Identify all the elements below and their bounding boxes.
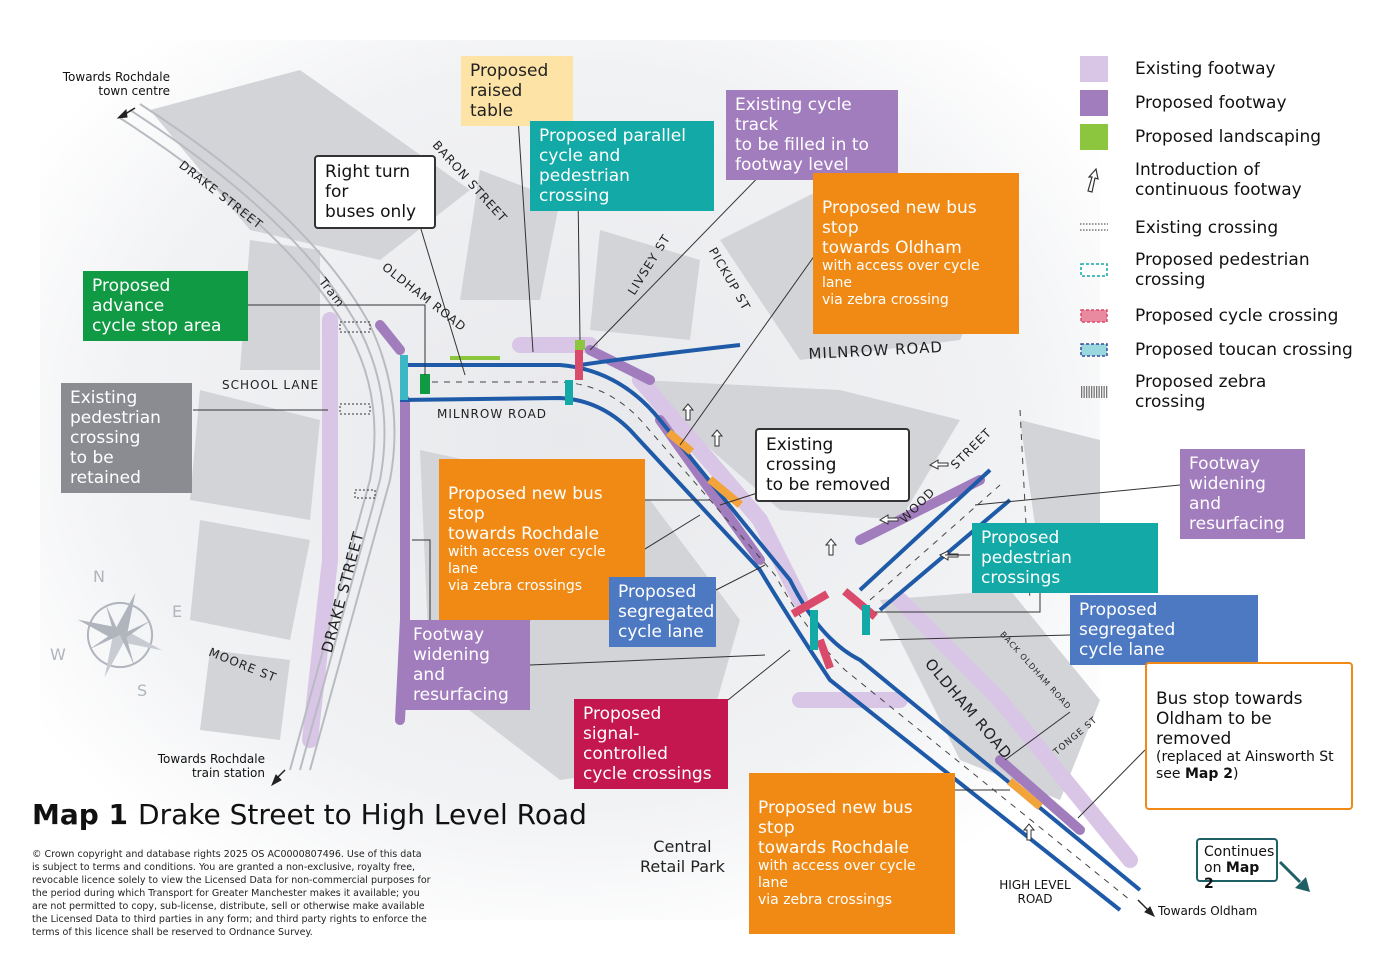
callout-bus-stop-rochdale-2: Proposed new bus stop towards Rochdale w… bbox=[749, 773, 955, 934]
legend-swatch-existing-crossing bbox=[1080, 215, 1108, 241]
callout-bus-stop-removed-sub-suffix: ) bbox=[1233, 766, 1239, 782]
legend-label: Introduction of continuous footway bbox=[1135, 160, 1302, 200]
zebra-crossing-marker bbox=[665, 429, 695, 455]
callout-bus-stop-oldham-sub: with access over cycle lane via zebra cr… bbox=[822, 258, 980, 308]
legend-item: Introduction of continuous footway bbox=[1080, 160, 1302, 200]
callout-bus-stop-oldham: Proposed new bus stop towards Oldham wit… bbox=[813, 173, 1019, 334]
legend-swatch-fill bbox=[1080, 90, 1108, 116]
legend-item: Proposed pedestrian crossing bbox=[1080, 250, 1310, 290]
continuous-footway-icon bbox=[710, 429, 724, 447]
landscaping-marker bbox=[450, 356, 500, 360]
legend-swatch-dashed-crossing bbox=[1080, 303, 1108, 329]
continuous-footway-icon bbox=[878, 514, 899, 525]
legend-item: Existing crossing bbox=[1080, 215, 1278, 241]
legend-item: Existing footway bbox=[1080, 56, 1276, 82]
legend-item: Proposed footway bbox=[1080, 90, 1287, 116]
continuous-footway-icon bbox=[824, 538, 838, 556]
direction-rochdale-town: Towards Rochdale town centre bbox=[62, 70, 170, 98]
callout-bus-stop-oldham-title: Proposed new bus stop towards Oldham bbox=[822, 198, 977, 258]
callout-bus-stop-removed-sub-prefix: (replaced at Ainsworth St see bbox=[1156, 749, 1334, 782]
crossings bbox=[339, 321, 1043, 810]
copyright-notice: © Crown copyright and database rights 20… bbox=[32, 849, 431, 938]
map-title-text: Drake Street to High Level Road bbox=[138, 798, 587, 831]
callout-ped-crossing-retained: Existing pedestrian crossing to be retai… bbox=[61, 383, 192, 493]
street-label-milnrow-road-left: MILNROW ROAD bbox=[437, 407, 548, 421]
legend-label: Existing crossing bbox=[1135, 218, 1279, 238]
continues-prefix: Continues on bbox=[1204, 844, 1275, 876]
callout-bus-stop-removed-sub: (replaced at Ainsworth St see Map 2) bbox=[1156, 749, 1342, 783]
central-retail-park-label: Central Retail Park bbox=[640, 837, 725, 876]
callout-segregated-right: Proposed segregated cycle lane bbox=[1070, 595, 1258, 665]
continues-map-link: Map 2 bbox=[1204, 860, 1260, 892]
pedestrian-crossing-marker bbox=[862, 605, 870, 635]
pedestrian-crossing-marker bbox=[565, 380, 573, 405]
callout-right-turn: Right turn for buses only bbox=[314, 155, 436, 229]
advance-stop-marker bbox=[420, 374, 430, 394]
legend-label: Existing footway bbox=[1135, 59, 1276, 79]
compass-w: W bbox=[50, 645, 66, 664]
legend-swatch-toucan-crossing bbox=[1080, 337, 1108, 363]
street-label-high-level-road: HIGH LEVEL ROAD bbox=[999, 878, 1071, 906]
callout-signal-crossings: Proposed signal-controlled cycle crossin… bbox=[574, 699, 728, 789]
callout-footway-widening-right: Footway widening and resurfacing bbox=[1180, 449, 1305, 539]
legend-label: Proposed zebra crossing bbox=[1135, 372, 1267, 412]
cycle-crossing-marker bbox=[790, 590, 830, 618]
callout-raised-table: Proposed raised table bbox=[461, 56, 573, 126]
street-label-school-lane: SCHOOL LANE bbox=[222, 378, 320, 392]
legend-label: Proposed footway bbox=[1135, 93, 1287, 113]
continuous-footway-icon bbox=[681, 403, 695, 421]
callout-bus-stop-removed-title: Bus stop towards Oldham to be removed bbox=[1156, 689, 1303, 749]
callout-footway-widening-left: Footway widening and resurfacing bbox=[404, 620, 530, 710]
callout-segregated-left: Proposed segregated cycle lane bbox=[609, 577, 716, 647]
map-number: Map 1 bbox=[32, 798, 129, 831]
legend-item: Proposed landscaping bbox=[1080, 124, 1321, 150]
legend-item: Proposed toucan crossing bbox=[1080, 337, 1353, 363]
legend-swatch-fill bbox=[1080, 56, 1108, 82]
tram-lines bbox=[119, 103, 396, 771]
zebra-crossing-marker bbox=[707, 476, 743, 508]
callout-advance-stop: Proposed advance cycle stop area bbox=[83, 271, 248, 341]
legend-swatch-fill bbox=[1080, 124, 1108, 150]
road-kerbs bbox=[399, 343, 1142, 912]
continuous-footway-icon bbox=[1022, 823, 1036, 841]
cycle-crossing-marker bbox=[575, 340, 583, 380]
cycle-crossing-marker bbox=[816, 638, 834, 670]
compass-rose bbox=[77, 592, 163, 678]
landscaping-marker bbox=[575, 340, 585, 350]
legend-label: Proposed landscaping bbox=[1135, 127, 1322, 147]
legend-swatch-dashed-crossing bbox=[1080, 257, 1108, 283]
legend-item: Proposed zebra crossing bbox=[1080, 372, 1266, 412]
legend-label: Proposed toucan crossing bbox=[1135, 340, 1353, 360]
legend-label: Proposed pedestrian crossing bbox=[1135, 250, 1310, 290]
zebra-crossing-marker bbox=[1007, 778, 1043, 810]
toucan-crossing-marker bbox=[400, 355, 408, 400]
compass-s: S bbox=[137, 681, 147, 700]
continues-arrow bbox=[1278, 860, 1310, 892]
direction-rochdale-station: Towards Rochdale train station bbox=[157, 752, 265, 780]
callout-bus-stop-rochdale-1-sub: with access over cycle lane via zebra cr… bbox=[448, 544, 606, 594]
continuous-footway-legend-icon bbox=[1080, 167, 1108, 193]
continuous-footway-icon bbox=[928, 459, 949, 470]
callout-bus-stop-rochdale-2-sub: with access over cycle lane via zebra cr… bbox=[758, 858, 916, 908]
legend-swatch-zebra-crossing bbox=[1080, 379, 1108, 405]
callout-ped-crossings: Proposed pedestrian crossings bbox=[972, 523, 1158, 593]
callout-parallel-crossing: Proposed parallel cycle and pedestrian c… bbox=[530, 121, 714, 211]
callout-bus-stop-removed-map-link: Map 2 bbox=[1184, 766, 1233, 782]
continues-on-map-2[interactable]: Continues on Map 2 bbox=[1196, 838, 1278, 892]
legend-label: Proposed cycle crossing bbox=[1135, 306, 1339, 326]
callout-bus-stop-removed: Bus stop towards Oldham to be removed (r… bbox=[1145, 662, 1353, 810]
legend-item: Proposed cycle crossing bbox=[1080, 303, 1338, 329]
callout-filled-cycle-track: Existing cycle track to be filled in to … bbox=[726, 90, 898, 180]
callout-bus-stop-rochdale-2-title: Proposed new bus stop towards Rochdale bbox=[758, 798, 913, 858]
existing-crossing-marker bbox=[354, 489, 376, 499]
map-title: Map 1 Drake Street to High Level Road bbox=[32, 798, 587, 831]
compass-n: N bbox=[93, 567, 105, 586]
callout-crossing-removed: Existing crossing to be removed bbox=[755, 428, 910, 502]
callout-bus-stop-rochdale-1-title: Proposed new bus stop towards Rochdale bbox=[448, 484, 603, 544]
pedestrian-crossing-marker bbox=[810, 610, 818, 650]
direction-oldham: Towards Oldham bbox=[1158, 904, 1258, 918]
direction-arrows bbox=[116, 107, 1155, 917]
compass-e: E bbox=[172, 602, 182, 621]
